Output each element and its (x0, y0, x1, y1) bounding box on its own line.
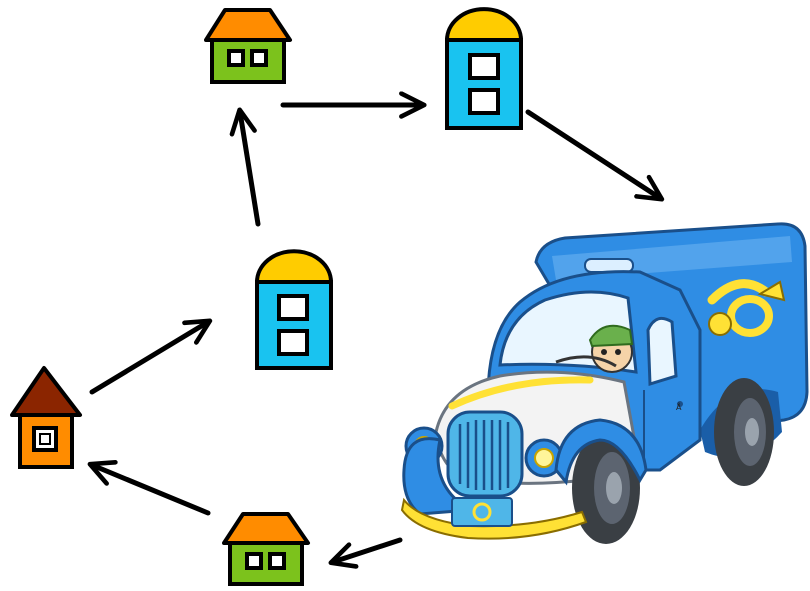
mail-truck-icon: Å (402, 224, 807, 544)
route-arrow (333, 540, 400, 562)
route-arrow (240, 112, 258, 224)
house-middle-tall (257, 251, 331, 368)
house-left-small (12, 368, 80, 467)
house-top-tall (447, 9, 521, 128)
house-bottom-wide (224, 514, 308, 584)
route-arrow (528, 112, 660, 198)
route-arrow (92, 465, 208, 513)
route-arrow (92, 322, 208, 392)
truck-door-lettering: Å (676, 401, 682, 412)
house-top-wide (206, 10, 290, 82)
